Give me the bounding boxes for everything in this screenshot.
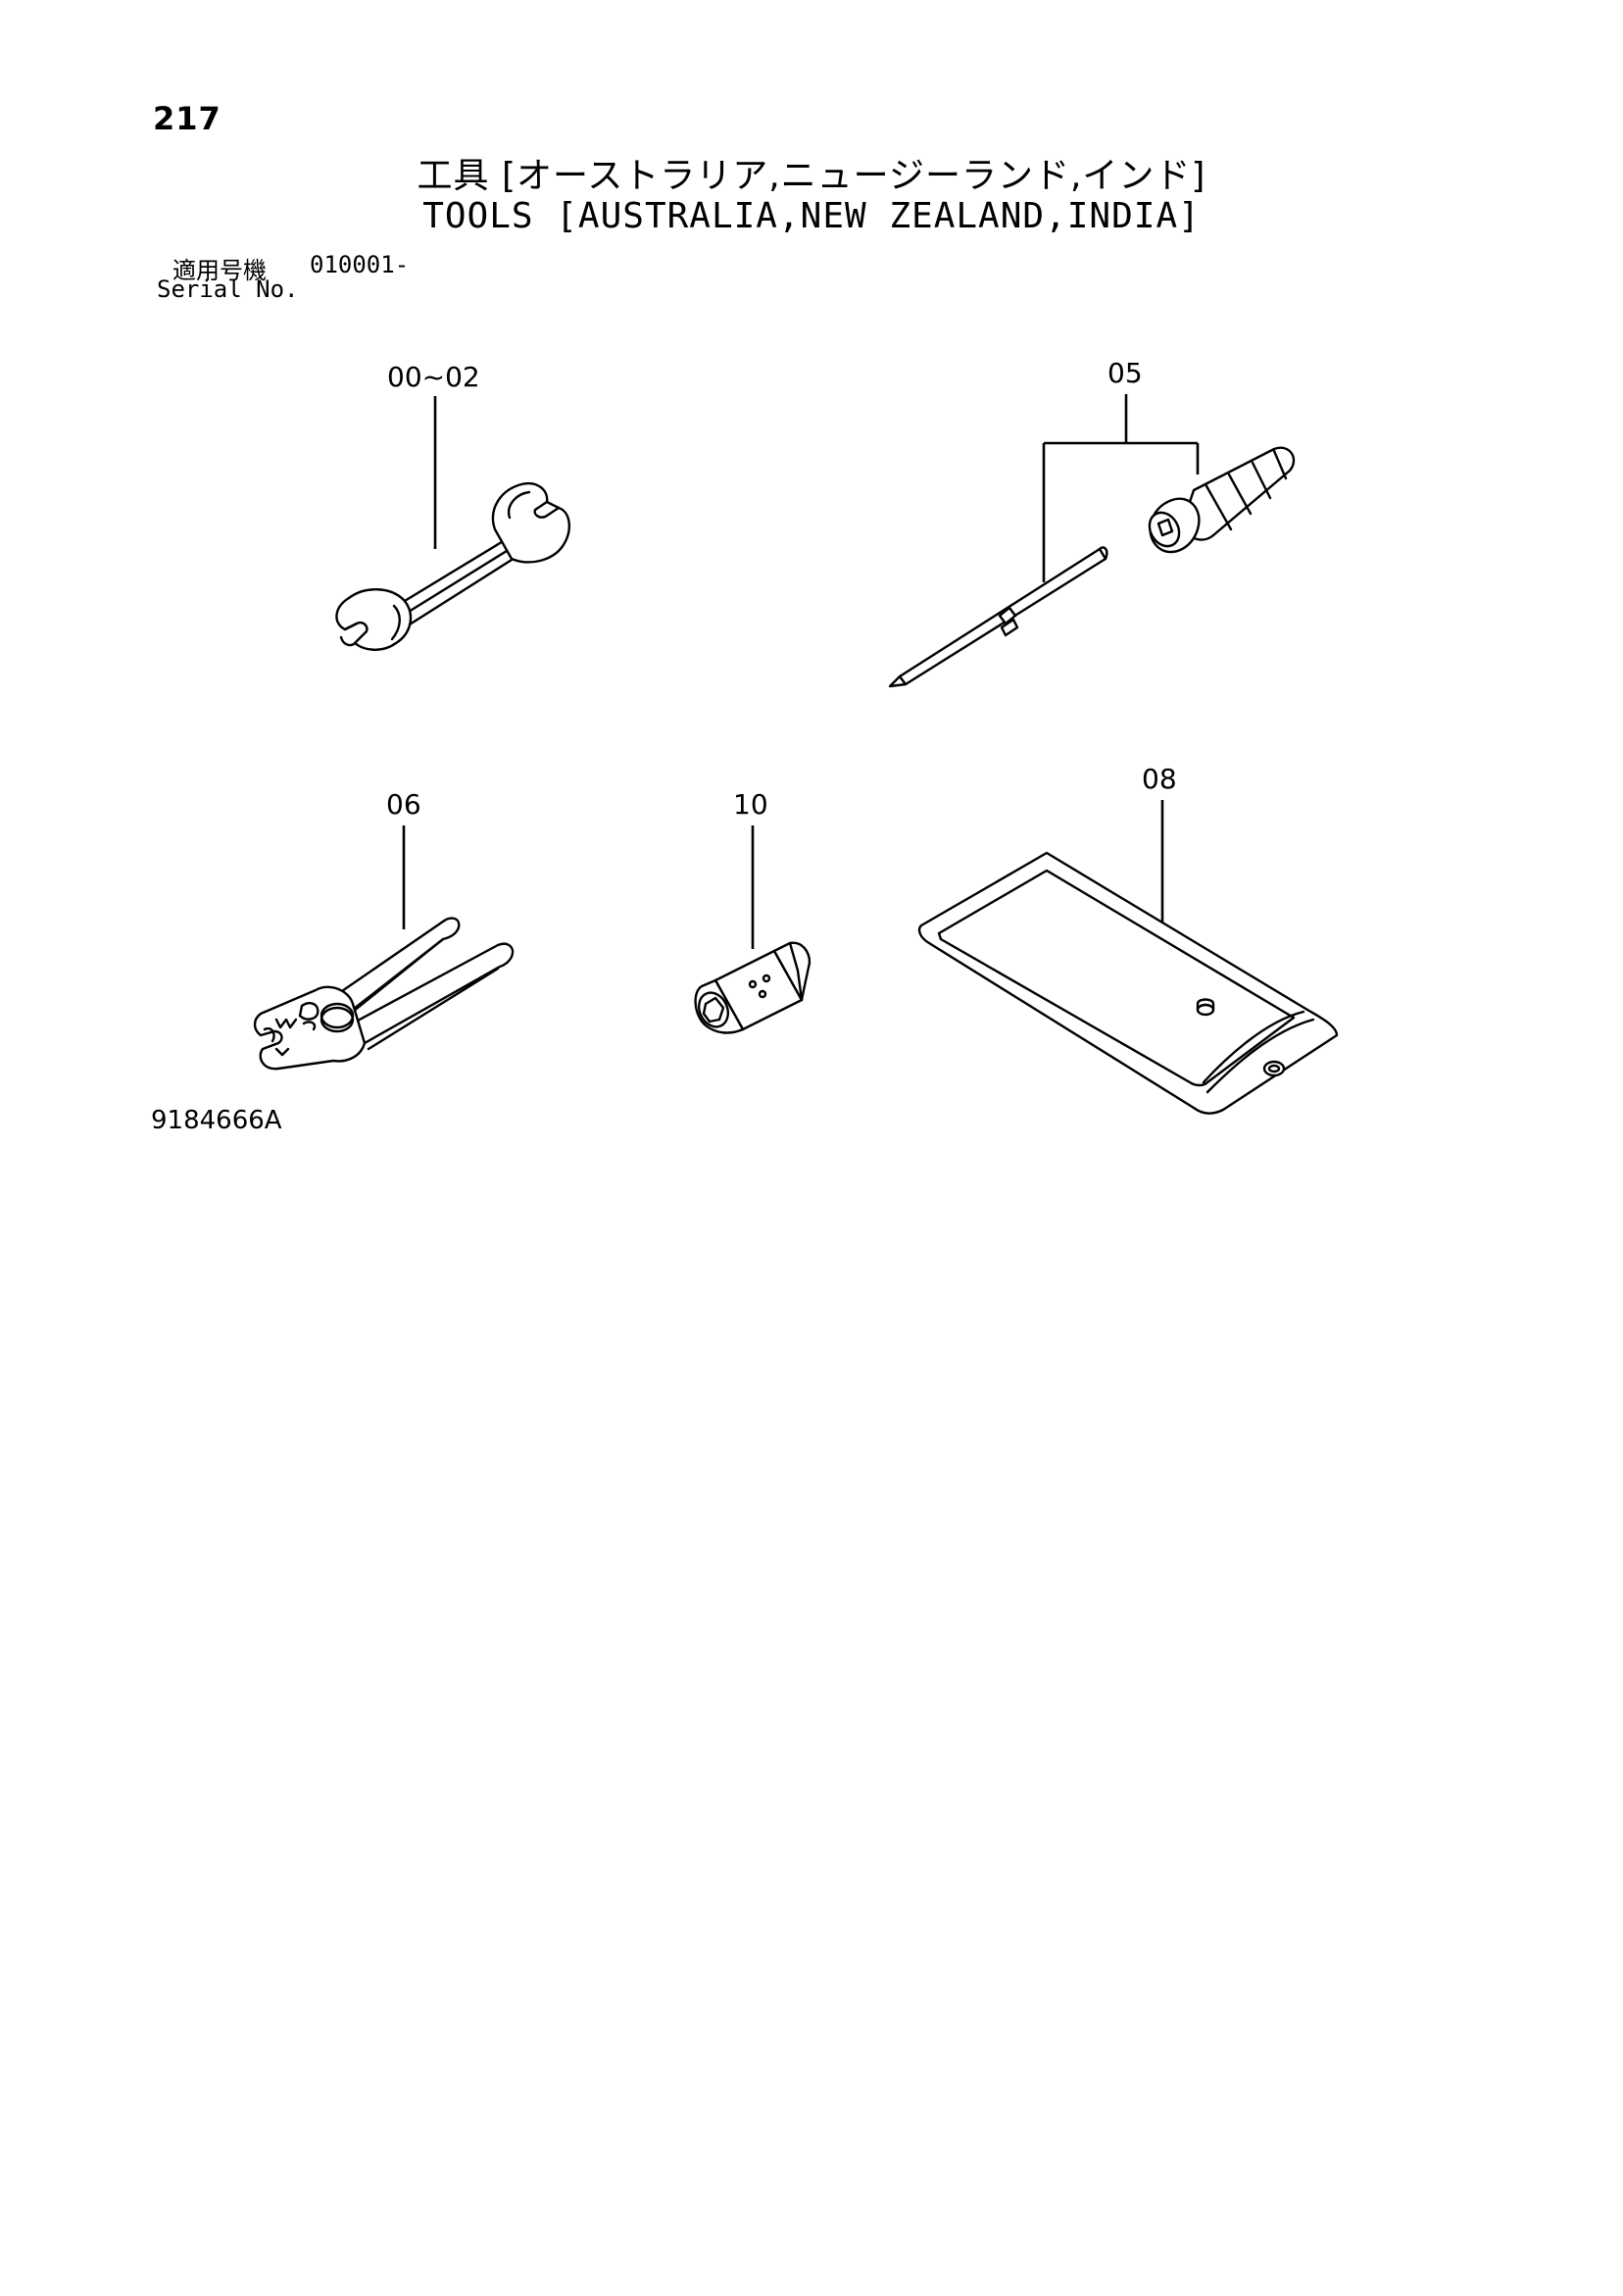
page-title-japanese: 工具 [オーストラリア,ニュージーランド,インド] (417, 156, 1206, 196)
screwdriver-illustration: 05 (888, 357, 1296, 688)
callout-label-screwdriver: 05 (1107, 357, 1143, 389)
serial-label-japanese: 適用号機 (172, 257, 267, 284)
callout-label-tool-bag: 08 (1142, 763, 1177, 795)
callout-label-socket: 10 (733, 788, 768, 821)
wrench-illustration: 00~02 (335, 361, 570, 651)
page-title-english: TOOLS [AUSTRALIA,NEW ZEALAND,INDIA] (422, 196, 1201, 236)
callout-label-wrench: 00~02 (387, 361, 480, 393)
socket-illustration: 10 (694, 788, 812, 1034)
callout-label-pliers: 06 (386, 788, 421, 821)
drawing-code: 9184666A (151, 1106, 282, 1135)
serial-number-value: 010001- (310, 251, 410, 278)
pliers-illustration: 06 (253, 788, 515, 1071)
tool-bag-illustration: 08 (917, 763, 1339, 1115)
page-number: 217 (153, 100, 221, 137)
serial-label-english: Serial No. (157, 275, 299, 303)
